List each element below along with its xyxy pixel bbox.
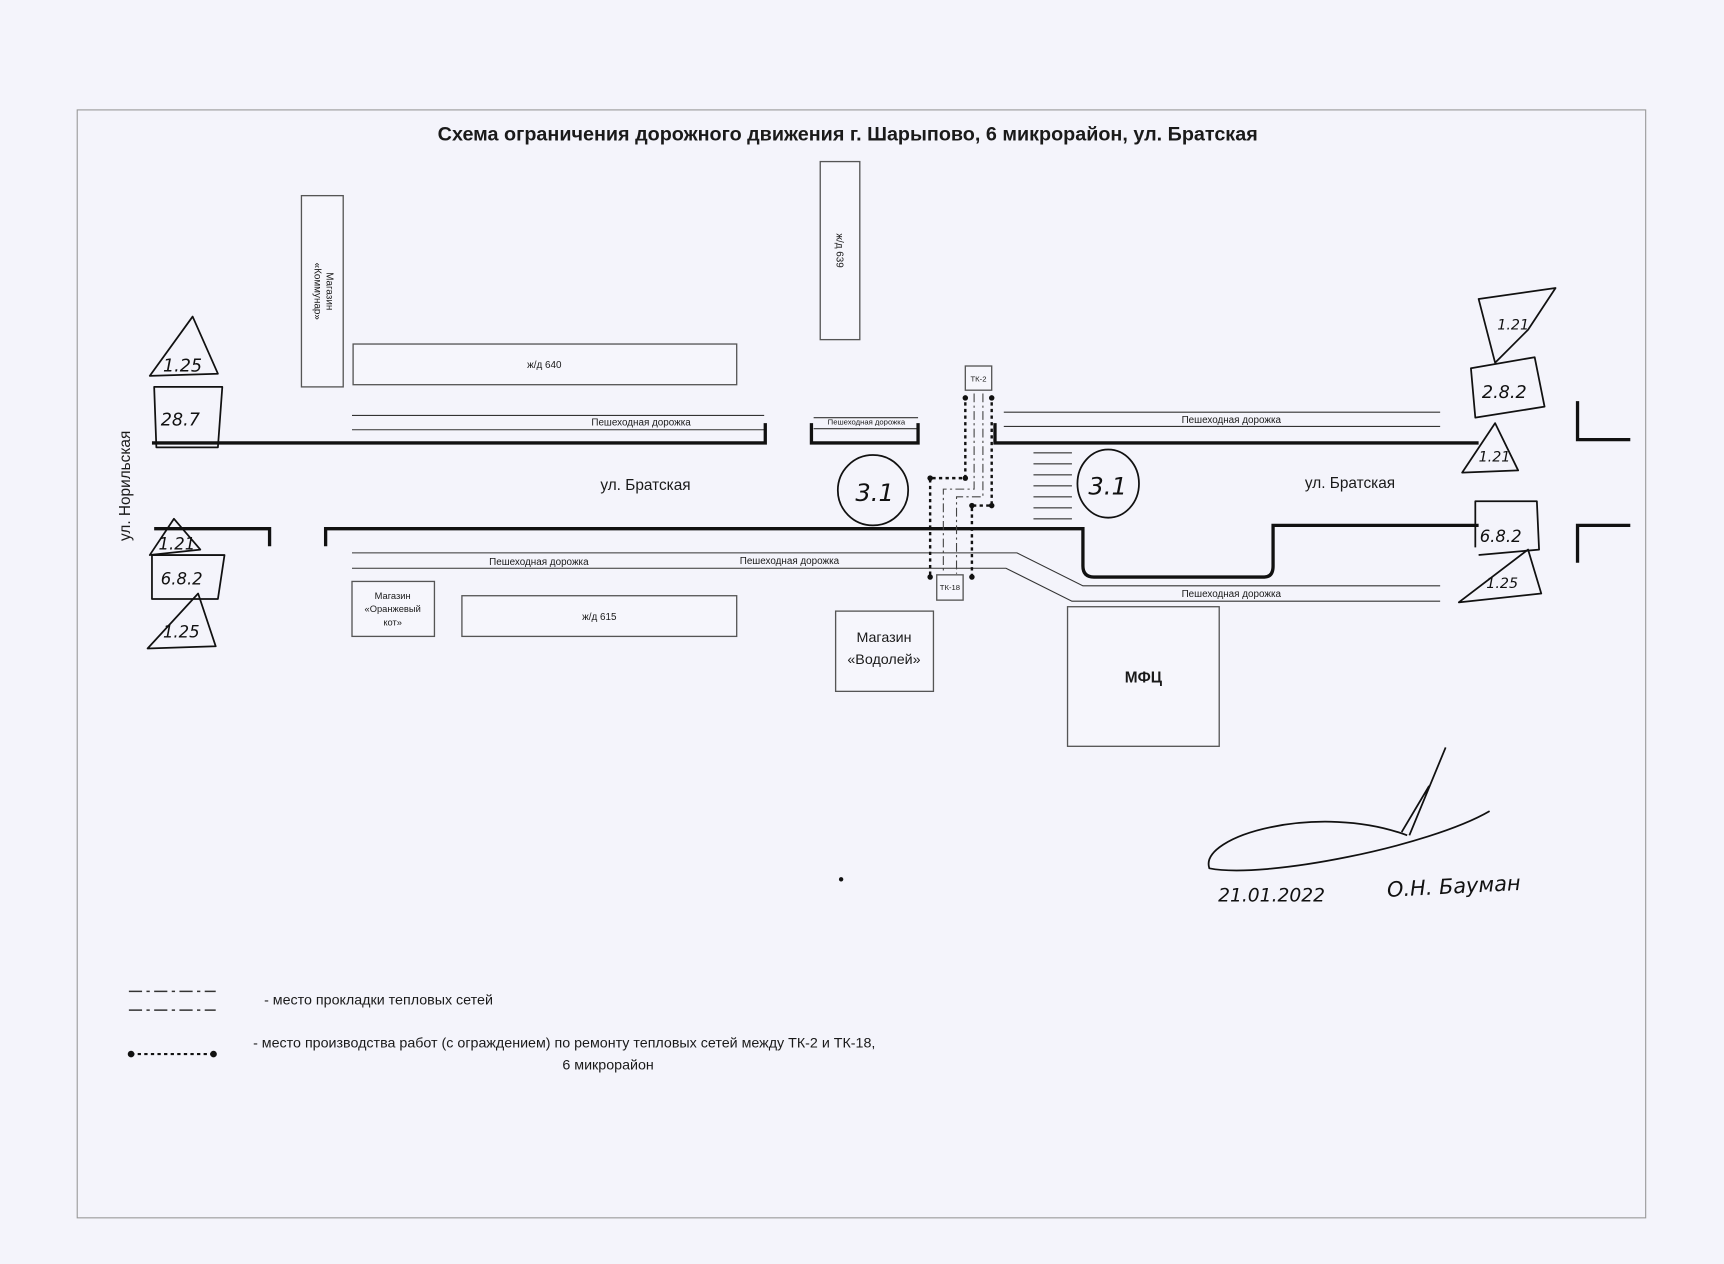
mfc-label: МФЦ [1125,670,1163,687]
orange-label-2: «Оранжевый [365,604,421,614]
orange-label-3: кот» [383,617,402,627]
legend-heat-network-text: - место прокладки тепловых сетей [264,993,493,1009]
kommunar-label-2: «Коммунар» [312,263,323,321]
road-edges [151,401,1631,579]
legend-heat-network-symbol [128,990,216,1011]
building-mfc: МФЦ [1066,606,1220,747]
legend-work-zone-text-2: 6 микрорайон [562,1057,653,1073]
kommunar-label-1: Магазин [324,272,335,310]
building-639: ж/д 639 [819,160,861,341]
legend-work-zone-symbol [127,1050,217,1058]
sign-label: 1.21 [159,535,196,554]
building-vodoley: Магазин «Водолей» [834,610,935,693]
hand-signs-right: 1.21 2.8.2 1.21 6.8.2 1.25 [1457,287,1557,604]
vodoley-label-2: «Водолей» [847,652,920,668]
house640-label: ж/д 640 [527,360,562,371]
house639-label: ж/д 639 [834,233,845,268]
hand-sign-circle-right: 3.1 [1076,448,1140,519]
sign-label: 1.21 [1497,318,1529,334]
work-zone-fence [927,395,995,580]
building-kommunar: Магазин «Коммунар» [300,194,344,388]
building-615: ж/д 615 [461,595,738,638]
sidewalk-label: Пешеходная дорожка [1182,415,1282,426]
sign-label: 6.8.2 [161,570,203,589]
sign-label: 1.25 [1486,576,1518,592]
signature-date: 21.01.2022 [1218,885,1325,906]
sign-label: 6.8.2 [1480,527,1522,546]
sidewalk-label: Пешеходная дорожка [489,557,589,568]
sign-label: 28.7 [161,410,201,430]
house615-label: ж/д 615 [582,612,617,623]
building-orange-cat: Магазин «Оранжевый кот» [351,580,436,638]
frame [76,109,1647,1219]
page-title: Схема ограничения дорожного движения г. … [438,124,1258,146]
sidewalk-label: Пешеходная дорожка [1182,589,1282,600]
hand-signs-left: 1.25 28.7 1.21 6.8.2 1.25 [146,315,226,650]
sign-label: 3.1 [855,479,893,507]
building-640: ж/д 640 [352,343,738,386]
legend-work-zone-text-1: - место производства работ (с ограждение… [253,1035,875,1051]
street-bratskaya-right: ул. Братская [1305,475,1395,492]
street-bratskaya-left: ул. Братская [600,477,690,494]
sidewalk-label: Пешеходная дорожка [591,417,691,428]
chamber-tk2: ТК-2 [964,365,993,391]
heat-network-line [942,393,984,574]
hand-sign-circle-left: 3.1 [836,454,910,527]
crosswalk [1033,452,1072,520]
tk18-label: ТК-18 [940,583,960,592]
chamber-tk18: ТК-18 [936,574,964,601]
stray-dot [838,877,844,882]
street-norilskaya: ул. Норильская [117,431,134,541]
sign-label: 1.25 [163,357,202,377]
signature: 21.01.2022 О.Н. Бауман [1207,747,1521,906]
sidewalk-label: Пешеходная дорожка [828,417,906,426]
sign-label: 2.8.2 [1482,383,1527,403]
vodoley-label-1: Магазин [856,630,911,646]
tk2-label: ТК-2 [971,374,987,383]
orange-label-1: Магазин [375,591,411,601]
sign-label: 3.1 [1088,473,1126,501]
sign-label: 1.25 [163,622,200,641]
legend: - место прокладки тепловых сетей - место… [127,990,875,1073]
sign-label: 1.21 [1479,450,1511,466]
sidewalks: Пешеходная дорожка Пешеходная дорожка Пе… [352,411,1441,602]
sidewalk-label: Пешеходная дорожка [740,556,840,567]
